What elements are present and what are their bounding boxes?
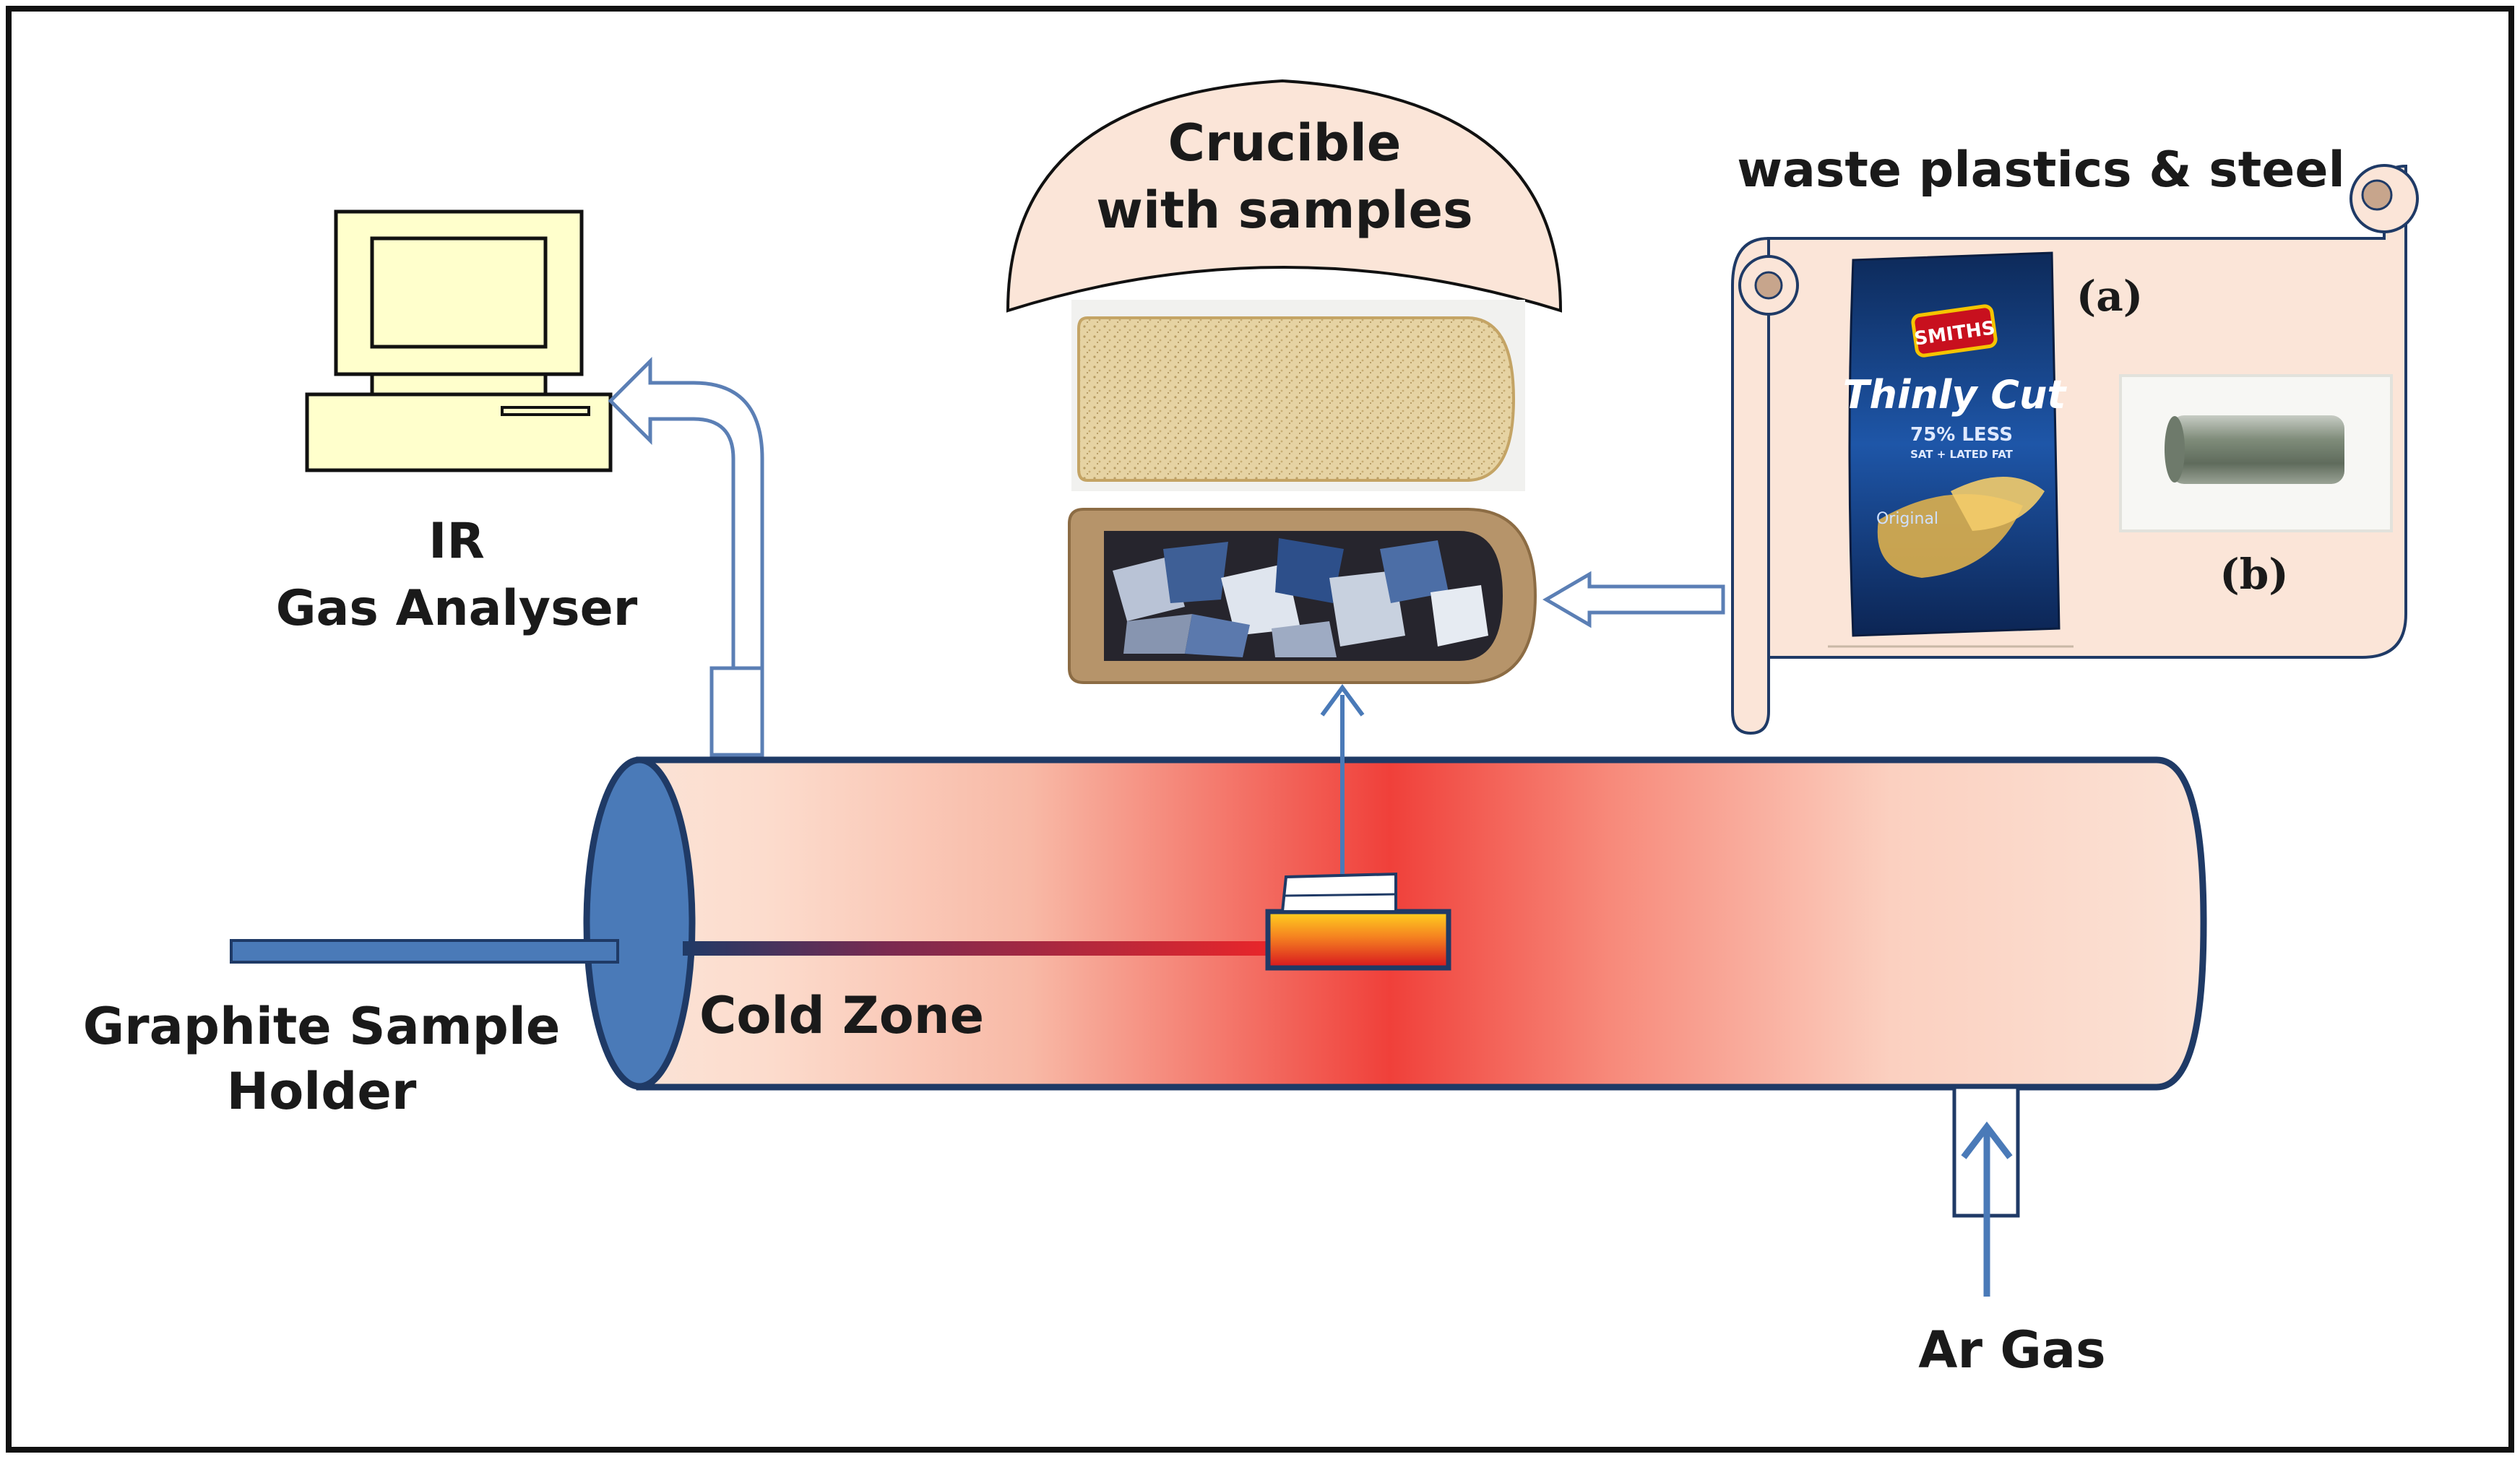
ir-label-line1: IR bbox=[428, 513, 485, 570]
sample-zoom-arrow bbox=[1320, 683, 1365, 874]
steel-rod-photo bbox=[2119, 374, 2393, 532]
bag-flavour: Original bbox=[1876, 510, 1938, 528]
label-b: (b) bbox=[2219, 550, 2288, 599]
label-a: (a) bbox=[2076, 272, 2143, 321]
plastic-steel-fragments bbox=[1113, 538, 1488, 657]
ar-gas-label: Ar Gas bbox=[1918, 1320, 2105, 1380]
waste-label: waste plastics & steel bbox=[1737, 142, 2345, 199]
gas-outlet-pipe bbox=[608, 356, 764, 757]
bag-claim-2: SAT + LATED FAT bbox=[1910, 448, 2014, 461]
sample-boat bbox=[1265, 872, 1451, 971]
crucible-label-line1: Crucible bbox=[1168, 113, 1402, 173]
crucible-photo bbox=[1071, 300, 1525, 491]
sample-loading-arrow bbox=[1542, 571, 1725, 628]
ar-gas-inlet bbox=[1952, 1085, 2020, 1297]
chip-bag-photo: SMITHS Thinly Cut 75% LESS SAT + LATED F… bbox=[1843, 251, 2068, 637]
bag-claim-1: 75% LESS bbox=[1910, 424, 2013, 446]
sample-holder-rod-inner bbox=[683, 941, 1268, 956]
holder-label-line1: Graphite Sample bbox=[83, 997, 561, 1056]
holder-label-line2: Holder bbox=[227, 1062, 417, 1121]
crucible-label-line2: with samples bbox=[1096, 181, 1472, 240]
filled-crucible-photo bbox=[1068, 508, 1537, 684]
bag-name: Thinly Cut bbox=[1843, 372, 2068, 418]
computer-icon bbox=[305, 209, 613, 472]
cold-zone-label: Cold Zone bbox=[699, 986, 984, 1045]
sample-holder-rod-outer bbox=[230, 939, 619, 964]
ir-label-line2: Gas Analyser bbox=[276, 580, 638, 637]
crucible-callout bbox=[1006, 79, 1563, 313]
furnace-end-cap bbox=[583, 756, 696, 1090]
